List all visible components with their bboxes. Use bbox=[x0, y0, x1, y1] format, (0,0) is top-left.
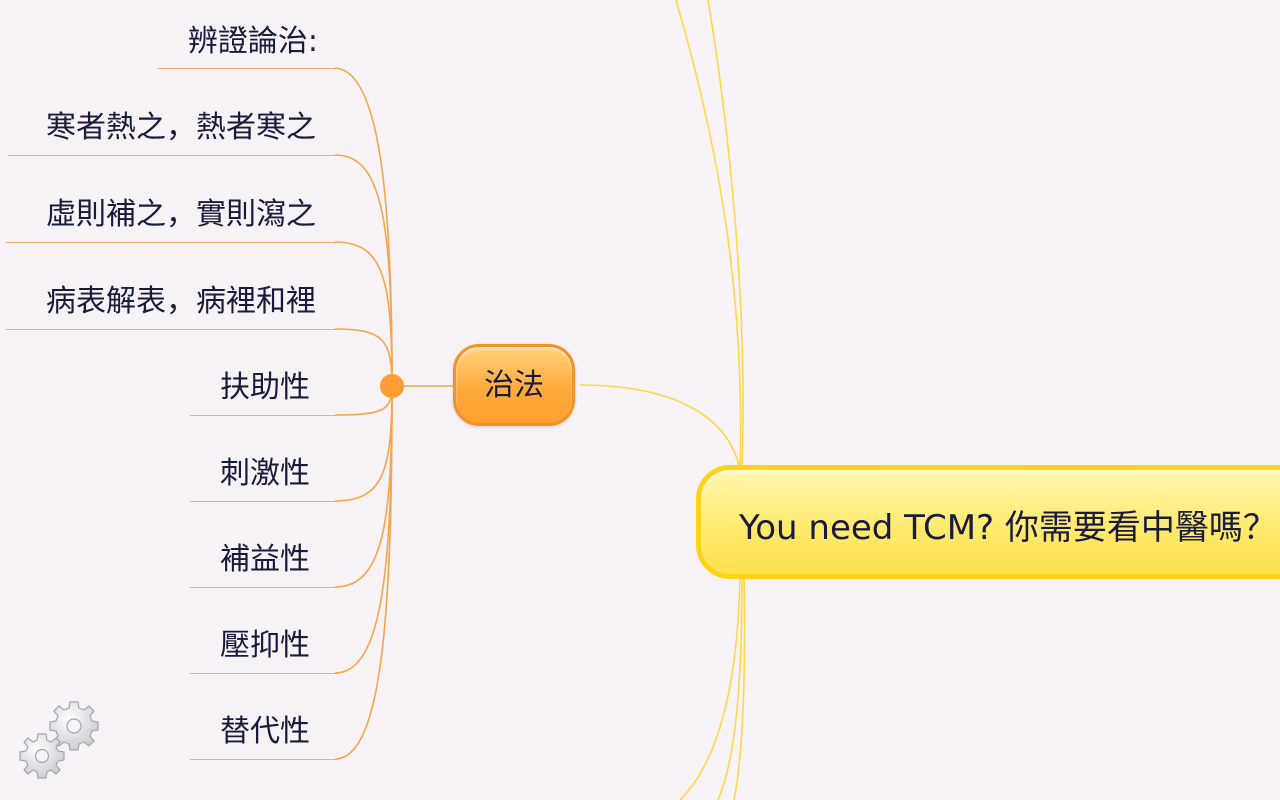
subtopic-han-re[interactable]: 寒者熱之，熱者寒之 bbox=[46, 110, 316, 145]
main-topic-label: 治法 bbox=[484, 368, 544, 403]
subtopic-buyi[interactable]: 補益性 bbox=[220, 542, 310, 577]
subtopic-fuzhu[interactable]: 扶助性 bbox=[220, 370, 310, 405]
leaf-underline bbox=[190, 587, 338, 588]
leaf-underline bbox=[190, 673, 338, 674]
leaf-branch-line bbox=[334, 385, 393, 588]
leaf-underline bbox=[190, 415, 338, 416]
subtopic-bianzheng-lunzhi[interactable]: 辨證論治: bbox=[187, 24, 318, 59]
leaf-branch-line bbox=[334, 385, 393, 502]
leaf-branch-line bbox=[334, 154, 393, 387]
subtopic-yayi[interactable]: 壓抑性 bbox=[220, 628, 310, 663]
leaf-branch-line bbox=[334, 241, 393, 387]
leaf-underline bbox=[158, 68, 338, 69]
leaf-underline bbox=[8, 155, 338, 156]
leaf-branch-line bbox=[334, 67, 393, 387]
central-topic-label: You need TCM? 你需要看中醫嗎？ bbox=[739, 507, 1277, 548]
leaf-branch-line bbox=[334, 328, 393, 387]
leaf-underline bbox=[6, 329, 338, 330]
subtopic-xu-shi[interactable]: 虛則補之，實則瀉之 bbox=[46, 197, 316, 232]
leaf-underline bbox=[190, 759, 338, 760]
central-topic-node[interactable]: You need TCM? 你需要看中醫嗎？ bbox=[696, 465, 1280, 579]
branch-hub-dot[interactable] bbox=[380, 374, 404, 398]
leaf-underline bbox=[190, 501, 338, 502]
central-branch-line bbox=[707, 0, 744, 471]
subtopic-biao-li[interactable]: 病表解表，病裡和裡 bbox=[46, 284, 316, 319]
central-branch-line bbox=[675, 0, 742, 471]
leaf-branch-line bbox=[334, 385, 393, 760]
central-branch-line bbox=[679, 574, 741, 800]
central-branch-line bbox=[579, 384, 741, 471]
leaf-underline bbox=[6, 242, 338, 243]
subtopic-tidai[interactable]: 替代性 bbox=[220, 714, 310, 749]
central-branch-line bbox=[733, 574, 746, 800]
gear-icon[interactable] bbox=[12, 698, 106, 784]
main-topic-node[interactable]: 治法 bbox=[453, 344, 575, 426]
central-branch-line bbox=[717, 574, 743, 800]
subtopic-ciji[interactable]: 刺激性 bbox=[220, 456, 310, 491]
